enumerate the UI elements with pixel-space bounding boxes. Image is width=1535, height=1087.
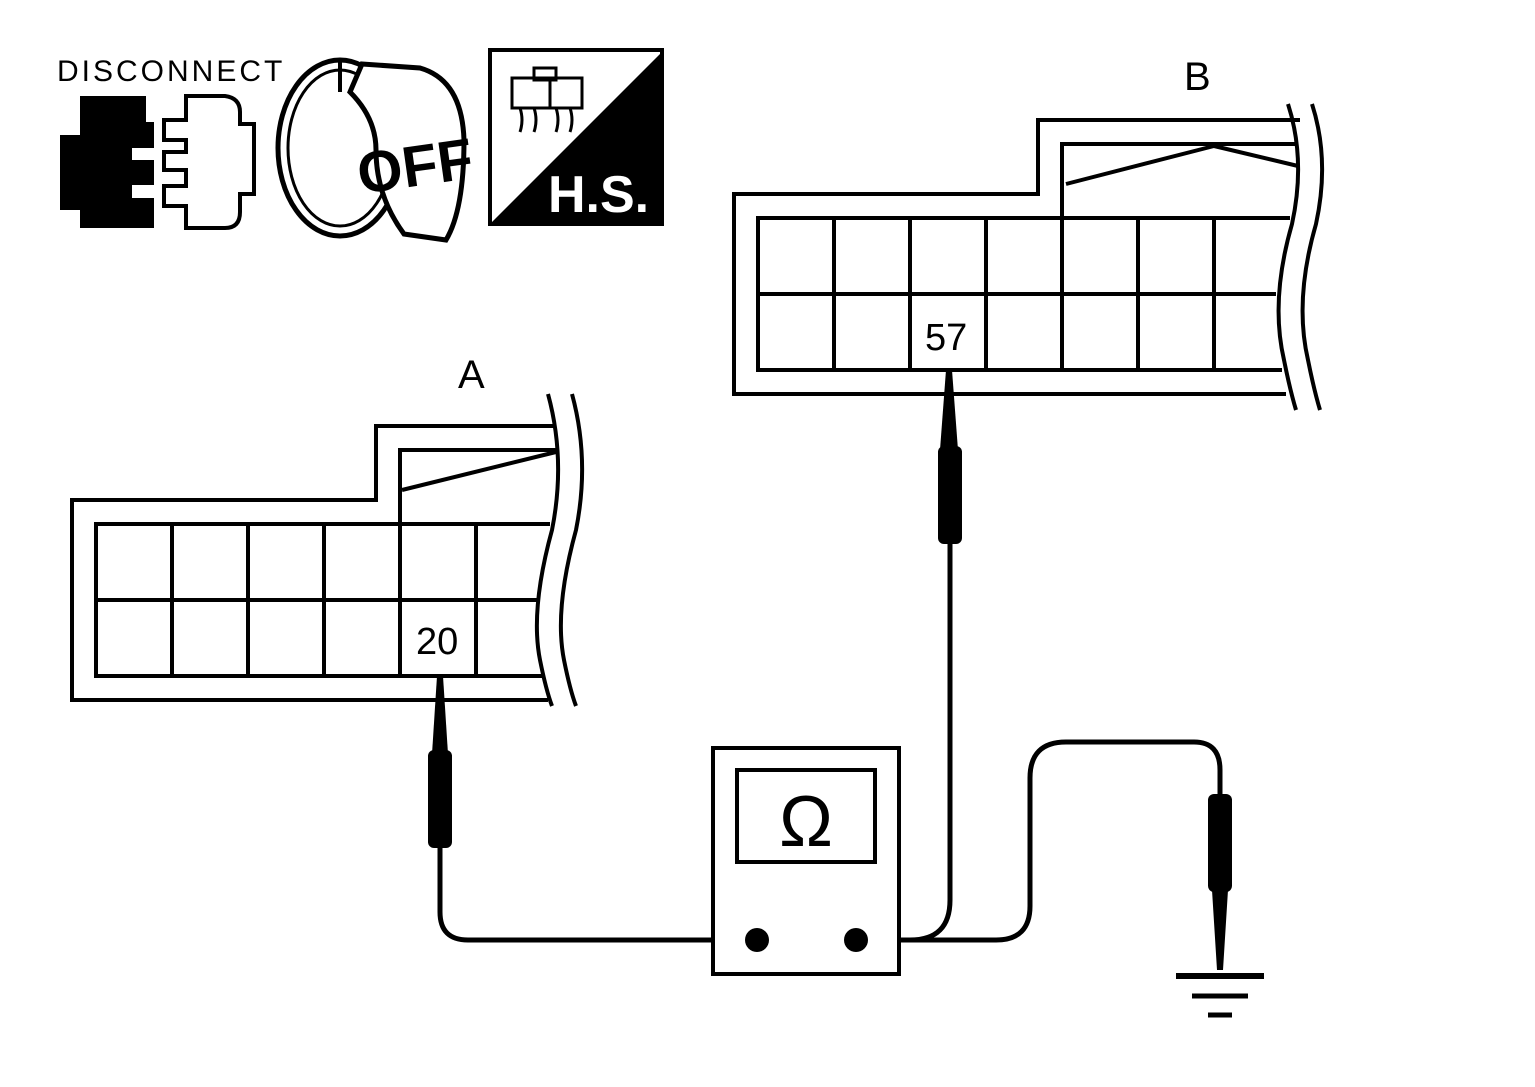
meter-terminal-right: [844, 928, 868, 952]
wire-a: [437, 843, 759, 943]
connector-b-pin-label: 57: [925, 317, 967, 359]
ohmmeter: Ω: [711, 746, 901, 976]
harness-side-icon: H.S.: [488, 48, 664, 226]
ohm-symbol: Ω: [779, 782, 833, 862]
meter-terminal-left: [745, 928, 769, 952]
wire-ground: [855, 739, 1223, 943]
ground-symbol-icon: [1176, 973, 1264, 1018]
small-connector-icon: [510, 66, 584, 133]
connector-a: A 20: [70, 353, 585, 707]
connector-a-label: A: [458, 353, 485, 397]
disconnect-icon: DISCONNECT: [57, 55, 285, 230]
probe-b: [938, 370, 962, 544]
disconnect-label: DISCONNECT: [57, 55, 285, 88]
harness-side-label: H.S.: [548, 166, 649, 224]
socket-outline-icon: [162, 94, 256, 230]
ignition-off-label: OFF: [353, 126, 477, 207]
ignition-off-icon: OFF: [275, 57, 477, 243]
connector-a-pin-label: 20: [416, 621, 458, 663]
connector-b-label: B: [1184, 55, 1211, 99]
probe-a: [428, 676, 452, 848]
probe-ground: [1208, 794, 1232, 970]
plug-solid-icon: [60, 96, 154, 228]
connector-b: B 57: [732, 55, 1325, 411]
